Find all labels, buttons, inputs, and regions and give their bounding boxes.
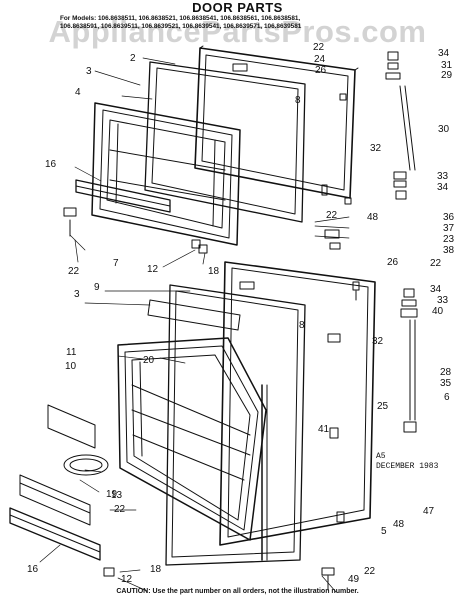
callout-34: 34 bbox=[437, 182, 449, 193]
callout-10: 10 bbox=[65, 361, 77, 372]
watermark: AppliancePartsPros.com bbox=[48, 14, 427, 49]
callout-32: 32 bbox=[370, 143, 382, 154]
callout-26: 26 bbox=[315, 65, 327, 76]
callout-22: 22 bbox=[68, 266, 80, 277]
callout-24: 24 bbox=[314, 54, 326, 65]
callout-19: 19 bbox=[106, 489, 118, 500]
freezer-door-hardware bbox=[63, 63, 352, 254]
callout-12: 12 bbox=[121, 574, 133, 585]
callout-22: 22 bbox=[430, 258, 442, 269]
callout-7: 7 bbox=[113, 258, 119, 269]
callout-33: 33 bbox=[437, 171, 449, 182]
freezer-door-dam-shelf bbox=[75, 179, 171, 213]
callout-2: 2 bbox=[130, 53, 136, 64]
freezer-door-hinge-top bbox=[385, 51, 416, 171]
callout-8: 8 bbox=[295, 95, 301, 106]
freezer-door-panel bbox=[194, 45, 359, 199]
fresh-food-shelf-10 bbox=[47, 404, 96, 449]
model-list-line-2: 106.8638591, 106.8639511, 106.8639521, 1… bbox=[60, 23, 302, 30]
callout-16: 16 bbox=[27, 564, 39, 575]
callout-8: 8 bbox=[299, 320, 305, 331]
callout-40: 40 bbox=[432, 306, 444, 317]
model-list-line-1: For Models: 106.8638511, 106.8638521, 10… bbox=[60, 15, 301, 22]
callout-16: 16 bbox=[45, 159, 57, 170]
fresh-food-dam-shelf-16 bbox=[9, 507, 101, 561]
callout-41: 41 bbox=[318, 424, 330, 435]
freezer-door-hinge-bottom bbox=[393, 171, 407, 200]
fresh-food-shelf-13 bbox=[19, 474, 91, 526]
callout-20: 20 bbox=[143, 355, 155, 366]
callout-35: 35 bbox=[440, 378, 452, 389]
caution-note: CAUTION: Use the part number on all orde… bbox=[116, 588, 359, 595]
callout-22: 22 bbox=[313, 42, 325, 53]
callout-18: 18 bbox=[150, 564, 162, 575]
callout-49: 49 bbox=[348, 574, 360, 585]
freezer-door-gasket bbox=[144, 61, 306, 223]
callout-47: 47 bbox=[423, 506, 435, 517]
callout-22: 22 bbox=[114, 504, 126, 515]
callout-33: 33 bbox=[437, 295, 449, 306]
callout-34: 34 bbox=[438, 48, 450, 59]
revision-date: DECEMBER 1983 bbox=[376, 462, 439, 471]
callout-4: 4 bbox=[75, 87, 81, 98]
callout-18: 18 bbox=[208, 266, 220, 277]
fresh-food-door-liner bbox=[117, 337, 267, 541]
freezer-door-liner bbox=[91, 102, 241, 246]
callout-3: 3 bbox=[86, 66, 92, 77]
callout-6: 6 bbox=[444, 392, 450, 403]
revision-code: A5 bbox=[376, 452, 386, 461]
callout-31: 31 bbox=[441, 60, 453, 71]
callout-37: 37 bbox=[443, 223, 455, 234]
fresh-food-door-strip bbox=[261, 384, 268, 561]
page-title: DOOR PARTS bbox=[192, 0, 283, 15]
callout-13: 13 bbox=[111, 490, 123, 501]
fresh-food-egg-tray bbox=[63, 454, 109, 476]
callout-28: 28 bbox=[440, 367, 452, 378]
callout-48: 48 bbox=[393, 519, 405, 530]
callout-36: 36 bbox=[443, 212, 455, 223]
callout-22: 22 bbox=[364, 566, 376, 577]
callout-26: 26 bbox=[387, 257, 399, 268]
callout-38: 38 bbox=[443, 245, 455, 256]
callout-3: 3 bbox=[74, 289, 80, 300]
callout-11: 11 bbox=[66, 347, 77, 358]
callout-12: 12 bbox=[147, 264, 159, 275]
callout-32: 32 bbox=[372, 336, 384, 347]
callout-labels: 34 31 29 24 26 22 2 3 8 4 30 16 32 33 34… bbox=[27, 42, 455, 585]
callout-48: 48 bbox=[367, 212, 379, 223]
revision-stamp: A5 DECEMBER 1983 bbox=[376, 452, 438, 472]
callout-30: 30 bbox=[438, 124, 450, 135]
callout-29: 29 bbox=[441, 70, 453, 81]
callout-9: 9 bbox=[94, 282, 100, 293]
fresh-food-hinge bbox=[400, 288, 418, 433]
model-list: For Models: 106.8638511, 106.8638521, 10… bbox=[60, 15, 460, 31]
fresh-food-hardware bbox=[103, 229, 360, 591]
callout-34: 34 bbox=[430, 284, 442, 295]
callout-22: 22 bbox=[326, 210, 338, 221]
callout-5: 5 bbox=[381, 526, 387, 537]
leader-lines bbox=[39, 57, 350, 593]
fresh-food-door-gasket bbox=[165, 284, 306, 566]
callout-23: 23 bbox=[443, 234, 455, 245]
fresh-food-door-breaker bbox=[147, 299, 241, 331]
callout-25: 25 bbox=[377, 401, 389, 412]
